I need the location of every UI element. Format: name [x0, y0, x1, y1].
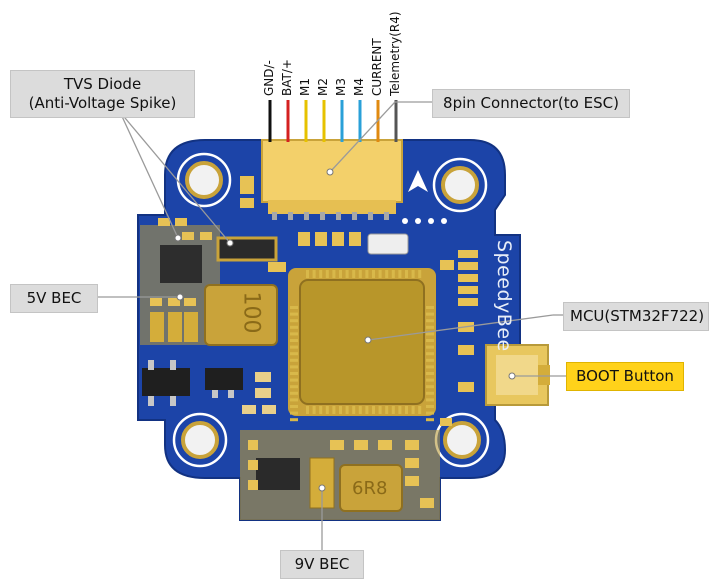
pin-label-5: M4 — [352, 78, 366, 96]
ic-9v — [256, 458, 300, 490]
mcu-chip — [288, 268, 436, 416]
pin-label-2: M1 — [298, 78, 312, 96]
boot-button — [485, 344, 550, 406]
silkscreen-dots — [402, 218, 447, 224]
small-caps-top — [268, 232, 454, 272]
mcu-callout: MCU(STM32F722) — [563, 302, 709, 331]
inductor-5v — [204, 284, 278, 346]
small-caps-9v — [248, 440, 434, 508]
pin-label-1: BAT/+ — [280, 59, 294, 96]
small-caps-left — [150, 218, 212, 342]
ic-small-left — [160, 245, 202, 283]
mounting-hole-tr — [432, 157, 488, 213]
leader-lines — [98, 101, 566, 550]
esc-connector — [240, 139, 403, 220]
connector-callout: 8pin Connector(to ESC) — [432, 89, 630, 118]
tvs-diode — [216, 236, 278, 262]
crystal — [367, 233, 409, 255]
tvs-diode-label-2: (Anti-Voltage Spike) — [28, 94, 177, 112]
tvs-diode-label-1: TVS Diode — [63, 75, 142, 93]
bec-5v-callout: 5V BEC — [10, 284, 98, 313]
small-caps-lower — [242, 372, 276, 414]
brand-silkscreen: SpeedyBee — [493, 240, 515, 352]
tvs-diode-callout: TVS Diode (Anti-Voltage Spike) — [10, 70, 195, 118]
mosfets-left — [142, 360, 243, 406]
boot-button-callout: BOOT Button — [566, 362, 684, 391]
mounting-hole-br — [434, 412, 490, 468]
pin-label-7: Telemetry(R4) — [388, 11, 402, 96]
mounting-hole-bl — [172, 412, 228, 468]
direction-arrow-icon — [408, 170, 428, 192]
pin-label-0: GND/- — [262, 60, 276, 96]
wires — [268, 100, 398, 142]
pin-label-6: CURRENT — [370, 38, 384, 96]
inductor-5v-marking: 100 — [238, 291, 264, 334]
inductor-9v-marking: 6R8 — [352, 478, 388, 499]
inductor-9v — [339, 464, 403, 512]
mcu-pins — [290, 270, 434, 422]
pin-label-4: M3 — [334, 78, 348, 96]
pin-label-3: M2 — [316, 78, 330, 96]
leader-dots — [174, 168, 516, 492]
bec-9v-callout: 9V BEC — [280, 550, 364, 579]
mounting-hole-tl — [176, 152, 232, 208]
